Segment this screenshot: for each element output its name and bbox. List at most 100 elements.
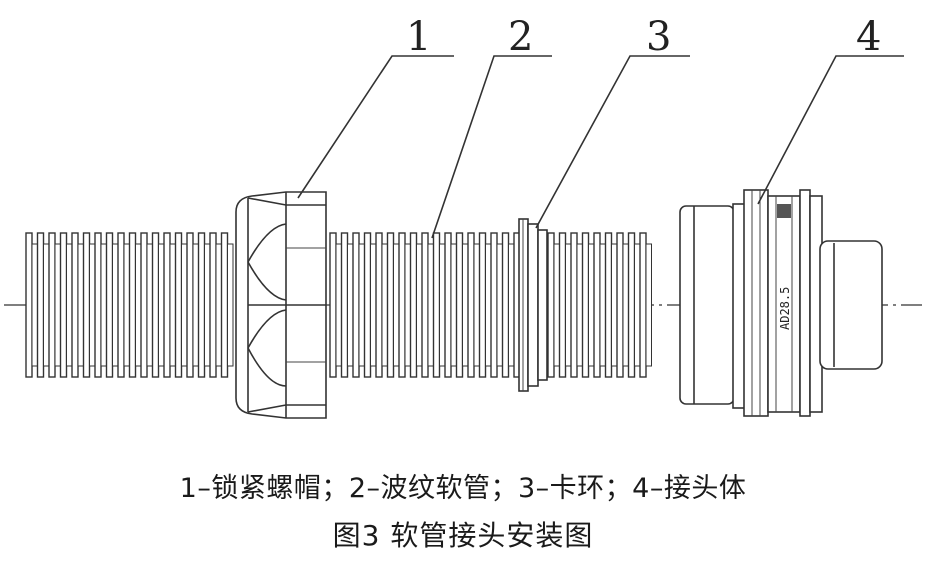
- hose-rib: [105, 232, 114, 378]
- hose-groove: [135, 243, 142, 367]
- hose-rib: [581, 232, 590, 378]
- hose-rib: [128, 232, 137, 378]
- hose-rib: [616, 232, 624, 378]
- hose-groove: [404, 243, 411, 367]
- hose-groove: [611, 243, 618, 367]
- hose-rib: [25, 232, 33, 378]
- hose-groove: [77, 243, 84, 367]
- callout-3: 3: [646, 14, 671, 60]
- hose-rib: [186, 232, 194, 378]
- figure-title: 图3 软管接头安装图: [332, 519, 594, 552]
- hose-rib: [94, 232, 102, 378]
- hose-groove: [112, 243, 119, 367]
- hose-rib: [340, 232, 349, 378]
- hose-groove: [508, 243, 515, 367]
- hose-groove: [462, 243, 469, 367]
- hose-groove: [347, 243, 354, 367]
- body-marking: AD28.5: [778, 287, 792, 330]
- hose-groove: [169, 243, 176, 367]
- hose-groove: [335, 243, 342, 367]
- hose-groove: [204, 243, 211, 367]
- fitting-body: AD28.5: [679, 189, 883, 417]
- hose-groove: [599, 243, 606, 367]
- hose-groove: [393, 243, 400, 367]
- callout-4: 4: [856, 14, 881, 60]
- hose-groove: [645, 243, 652, 367]
- hose-rib: [209, 232, 217, 378]
- hose-groove: [89, 243, 96, 367]
- hose-groove: [622, 243, 629, 367]
- hose-groove: [227, 243, 234, 367]
- hose-rib: [593, 232, 601, 378]
- snap-ring: [518, 218, 548, 392]
- hose-rib: [117, 232, 125, 378]
- hose-groove: [565, 243, 572, 367]
- hose-rib: [48, 232, 56, 378]
- hose-rib: [197, 232, 206, 378]
- hose-rib: [163, 232, 171, 378]
- hose-ribs-right: [547, 232, 652, 378]
- hose-groove: [634, 243, 641, 367]
- hose-groove: [100, 243, 107, 367]
- hose-rib: [352, 232, 360, 378]
- hose-groove: [123, 243, 130, 367]
- hose-rib: [36, 232, 45, 378]
- hose-groove: [215, 243, 222, 367]
- callout-2: 2: [508, 14, 533, 60]
- hose-rib: [432, 232, 441, 378]
- hose-rib: [59, 232, 68, 378]
- hose-groove: [181, 243, 188, 367]
- hose-rib: [547, 232, 555, 378]
- hose-rib: [174, 232, 183, 378]
- assembly-drawing: AD28.5 1 2 3 4: [4, 14, 922, 419]
- hose-groove: [43, 243, 50, 367]
- lock-nut: [235, 191, 327, 419]
- hose-groove: [192, 243, 199, 367]
- hose-rib: [151, 232, 160, 378]
- hose-rib: [558, 232, 567, 378]
- leader-lines: [297, 55, 904, 239]
- hose-rib: [627, 232, 636, 378]
- hose-groove: [54, 243, 61, 367]
- hose-groove: [358, 243, 365, 367]
- hose-ribs-middle: [329, 232, 526, 378]
- hose-rib: [220, 232, 229, 378]
- hose-groove: [576, 243, 583, 367]
- hose-rib: [398, 232, 406, 378]
- hose-rib: [409, 232, 418, 378]
- hose-groove: [496, 243, 503, 367]
- hose-groove: [553, 243, 560, 367]
- hose-groove: [485, 243, 492, 367]
- parts-legend: 1–锁紧螺帽；2–波纹软管；3–卡环；4–接头体: [179, 473, 747, 504]
- hose-groove: [370, 243, 377, 367]
- hose-groove: [588, 243, 595, 367]
- hose-groove: [439, 243, 446, 367]
- hose-rib: [82, 232, 91, 378]
- hose-groove: [427, 243, 434, 367]
- hose-groove: [416, 243, 423, 367]
- hose-rib: [444, 232, 452, 378]
- hose-ribs-left: [25, 232, 234, 378]
- hose-rib: [329, 232, 337, 378]
- hose-groove: [450, 243, 457, 367]
- hose-rib: [467, 232, 475, 378]
- hose-rib: [421, 232, 429, 378]
- hose-groove: [381, 243, 388, 367]
- body-stamp-mark: [777, 204, 791, 218]
- hose-groove: [31, 243, 38, 367]
- hose-rib: [386, 232, 395, 378]
- hose-rib: [478, 232, 487, 378]
- hose-groove: [66, 243, 73, 367]
- hose-rib: [375, 232, 383, 378]
- corrugated-hose: [25, 232, 652, 378]
- hose-groove: [473, 243, 480, 367]
- hose-rib: [140, 232, 148, 378]
- hose-rib: [639, 232, 647, 378]
- hose-rib: [570, 232, 578, 378]
- hose-rib: [490, 232, 498, 378]
- hose-rib: [501, 232, 510, 378]
- hose-rib: [455, 232, 464, 378]
- hose-groove: [158, 243, 165, 367]
- callout-1: 1: [406, 14, 431, 60]
- hose-groove: [146, 243, 153, 367]
